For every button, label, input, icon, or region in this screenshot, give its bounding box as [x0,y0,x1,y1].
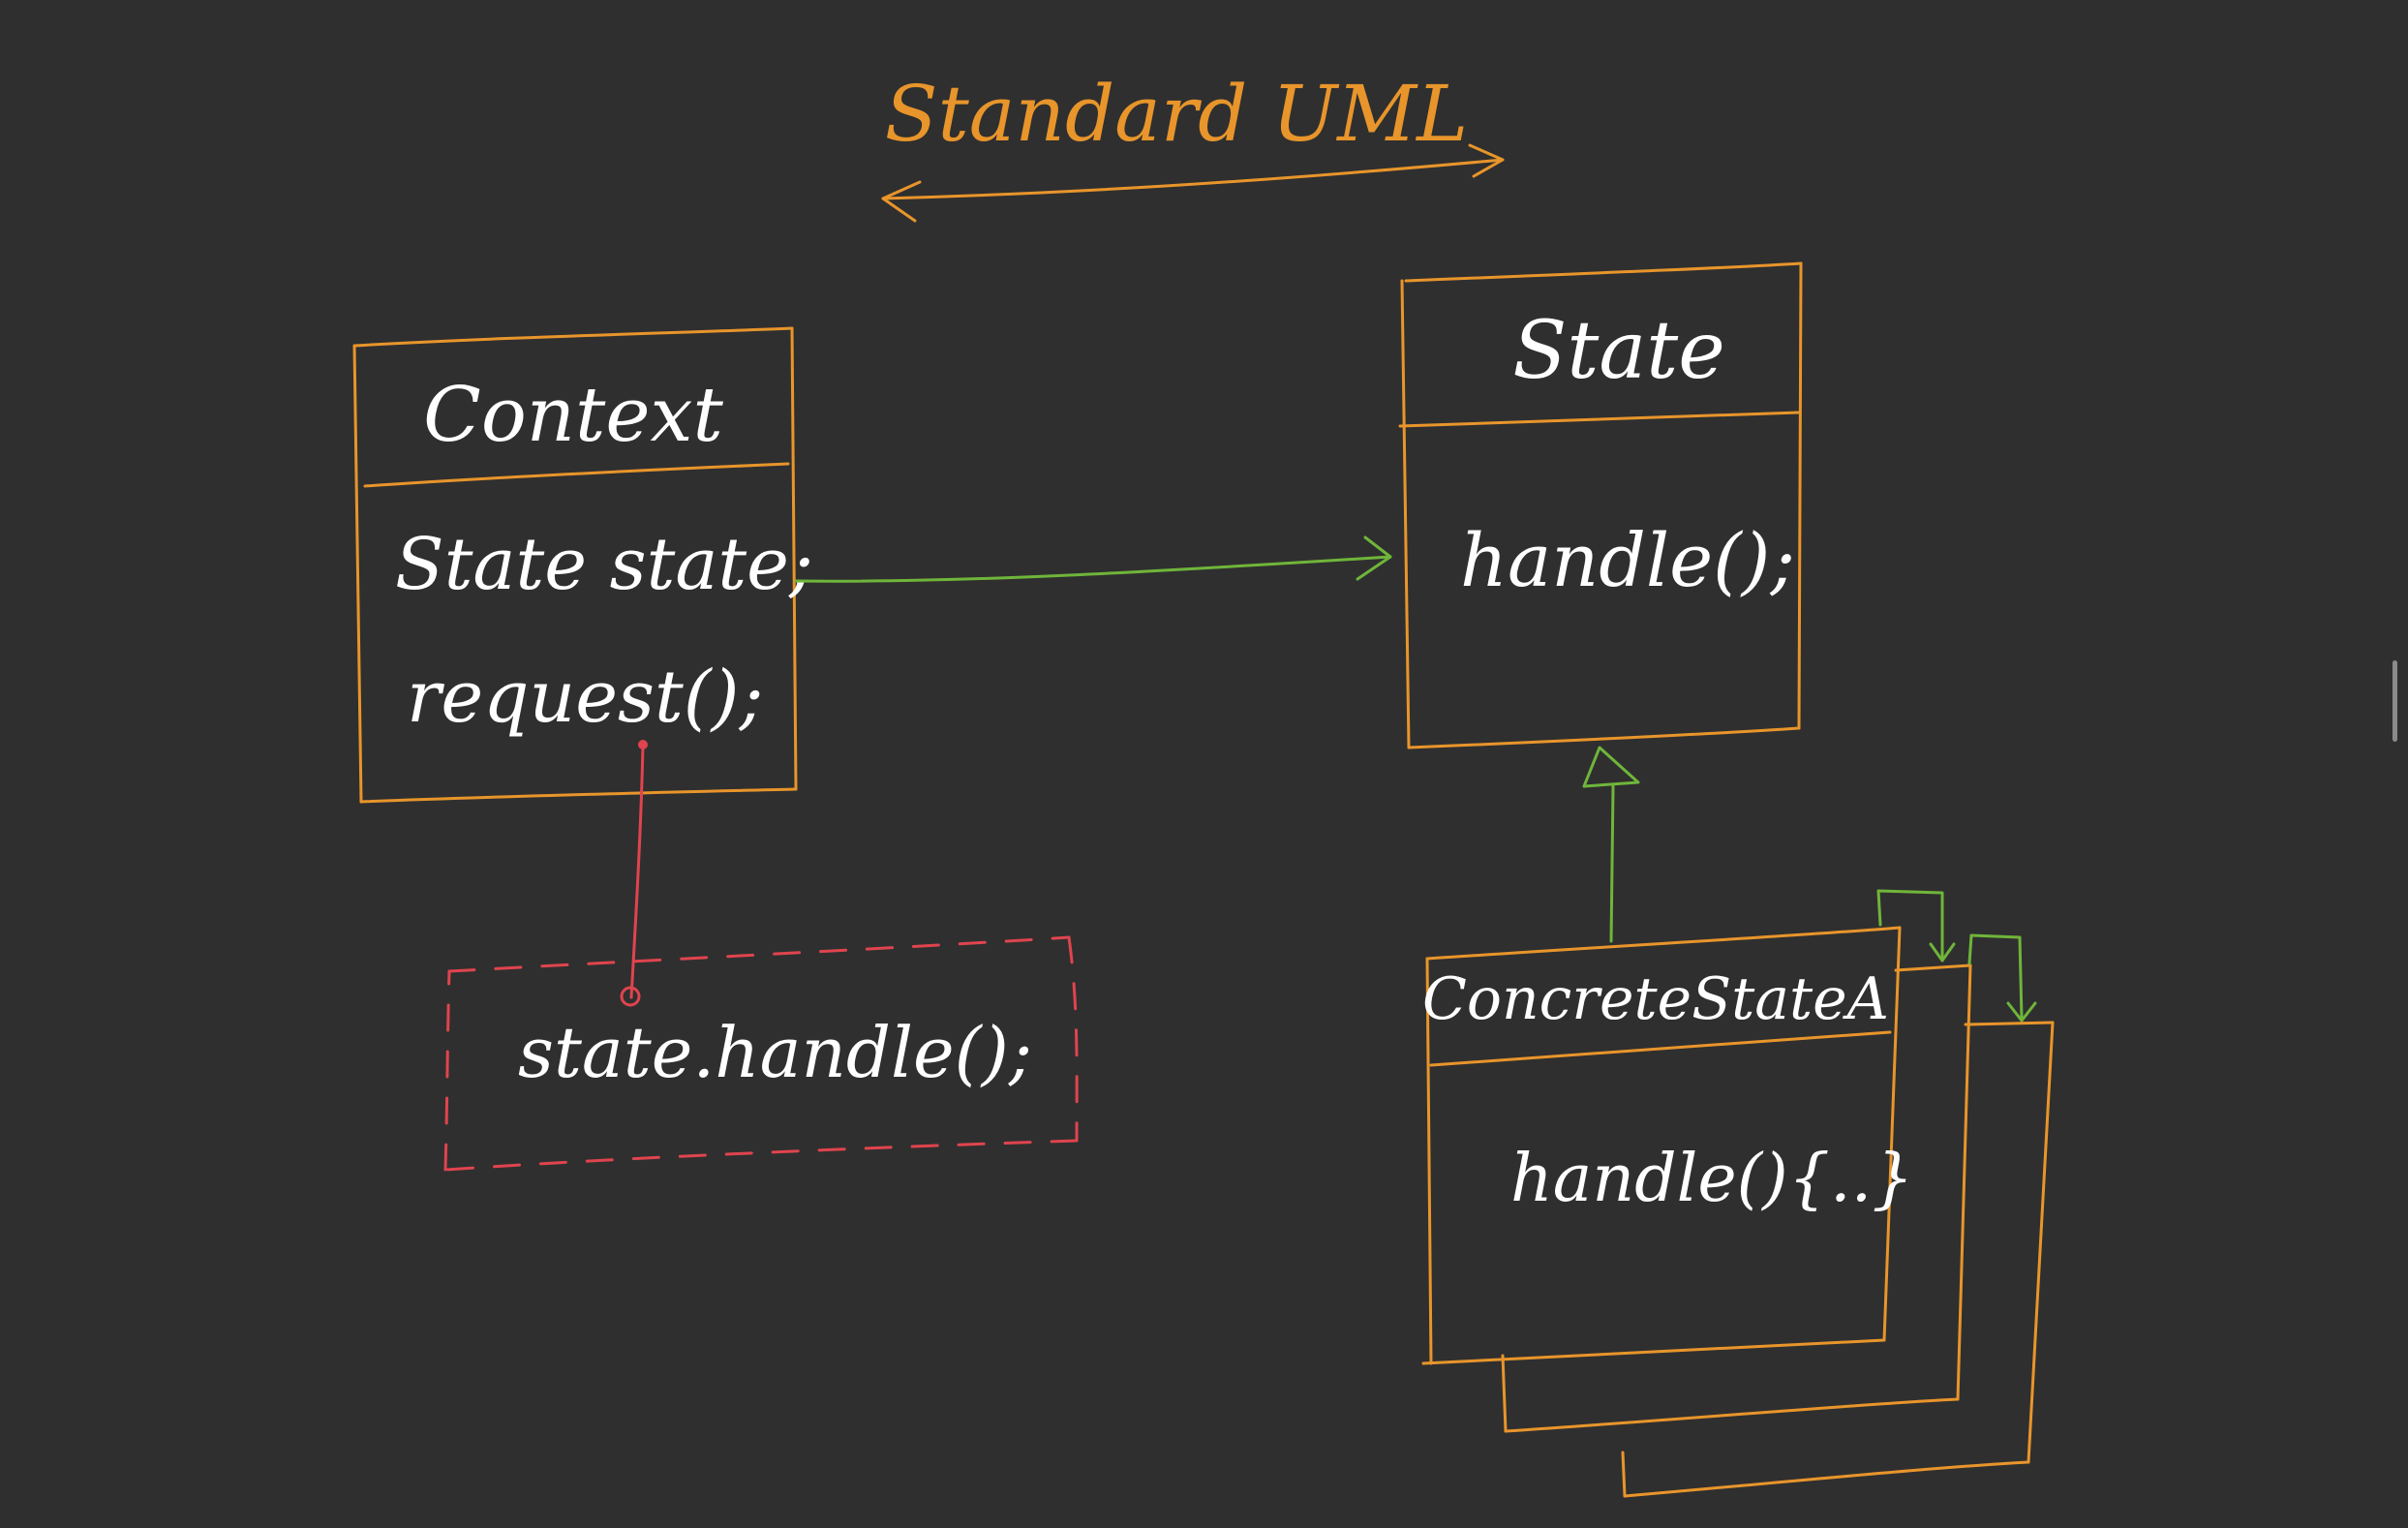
state-divider [1398,411,1801,428]
context-attribute: State state; [395,523,813,606]
concrete-stack-copy-2 [1621,1021,2055,1498]
note-link [629,744,645,999]
concrete-class-name: ConcreteStateA [1422,965,1889,1033]
association-arrow [794,535,1392,583]
state-method: handle(); [1460,517,1795,603]
note-text: state.handle(); [518,1012,1032,1093]
concrete-divider [1429,1030,1892,1067]
concrete-stack-copy-1 [1501,963,1972,1433]
inheritance-triangle-icon [1582,746,1640,788]
context-class-box [352,326,798,804]
state-class-name: State [1512,305,1725,397]
inheritance-arrow [1582,746,1640,943]
stack-arrow-1 [1876,889,1956,963]
note-link-end-dot [620,986,641,1007]
diagram-title: Standard UML [885,69,1468,159]
note-link-start-dot [638,740,648,749]
note-box [443,935,1079,1172]
concrete-method: handle(){..} [1510,1141,1913,1217]
concrete-class-box [1421,926,1902,1365]
vertical-scrollbar-thumb[interactable] [2393,660,2397,742]
context-method: request(); [407,656,763,739]
title-double-arrow [881,143,1505,223]
state-class-box [1398,261,1803,749]
stack-arrow-2 [1967,933,2037,1023]
context-divider [363,462,790,488]
context-class-name: Context [423,372,723,459]
